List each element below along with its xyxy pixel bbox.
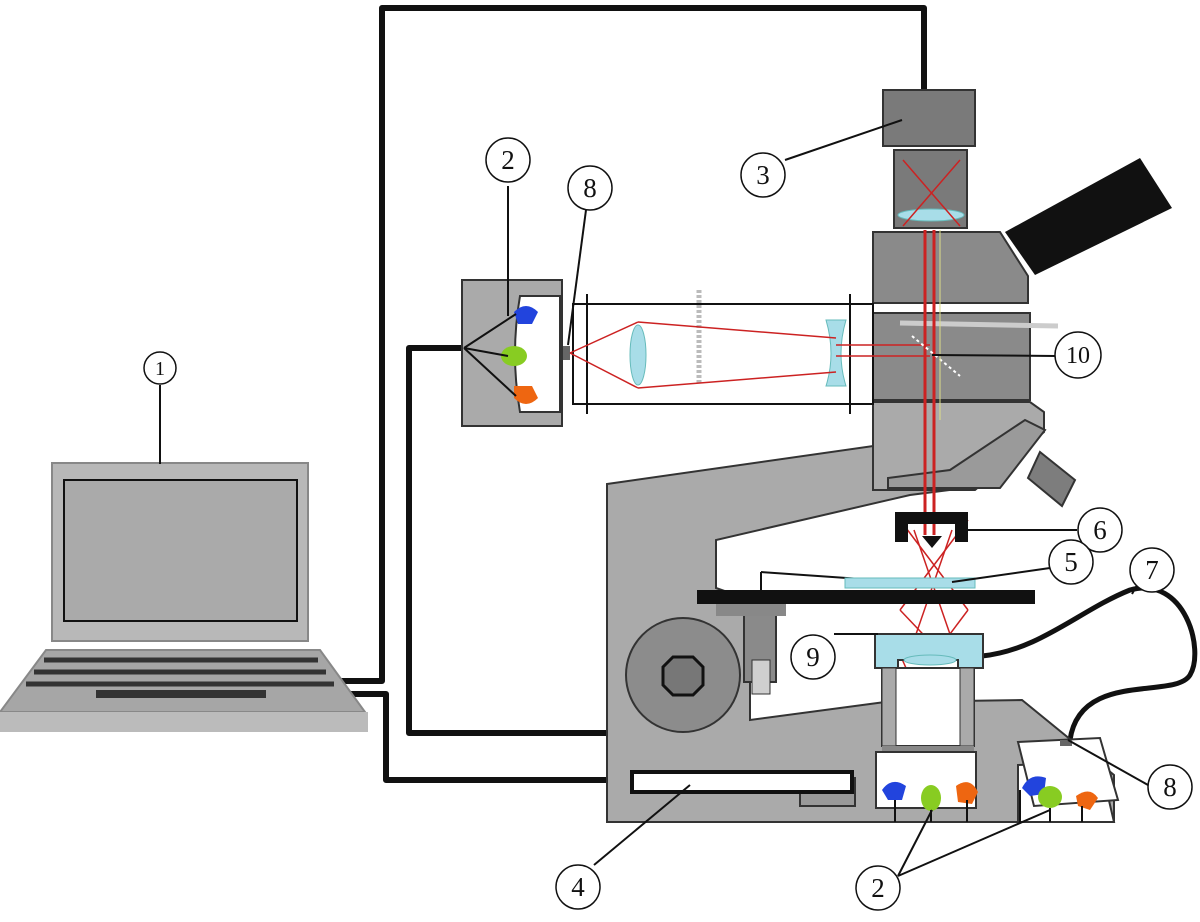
condenser-base (882, 746, 974, 754)
callout-5: 5 (1048, 539, 1094, 585)
label-9: 9 (806, 642, 820, 672)
label-7: 7 (1145, 555, 1159, 585)
illumination-tube (572, 303, 874, 405)
callout-3: 3 (740, 152, 786, 198)
callout-10: 10 (1054, 331, 1102, 379)
pinhole-top (563, 346, 570, 360)
laptop-keyboard (26, 657, 334, 687)
fiber-coupler-housing (1016, 736, 1120, 808)
label-2-base: 2 (871, 873, 885, 903)
lower-optics (697, 512, 1035, 754)
pinhole-base (1060, 740, 1072, 746)
stage (697, 590, 1035, 604)
label-2-top: 2 (501, 145, 515, 175)
label-3: 3 (756, 160, 770, 190)
led-green-base-1 (921, 785, 941, 811)
led-wires-top (463, 313, 517, 397)
microscope-stand (606, 401, 1115, 823)
label-8-top: 8 (583, 173, 597, 203)
diverging-lens (825, 319, 847, 387)
callout-4: 4 (555, 864, 601, 910)
condenser-thread-left (881, 667, 897, 747)
led-blue-top (514, 306, 538, 324)
led-blue-base-1 (882, 781, 906, 800)
focus-knob-stem (751, 659, 771, 695)
label-8-base: 8 (1163, 772, 1177, 802)
leader-lines (159, 119, 1149, 877)
laptop (0, 462, 368, 732)
callout-1: 1 (143, 351, 177, 385)
led-orange-base-2 (1076, 791, 1098, 810)
callout-8-top: 8 (567, 165, 613, 211)
objective-tip (922, 536, 942, 548)
eyepiece (1005, 158, 1172, 275)
callout-2-top: 2 (485, 137, 531, 183)
camera-cable (340, 5, 927, 684)
led-green-base-2 (1038, 786, 1062, 808)
laptop-base-front (0, 712, 368, 732)
collector-lens (629, 324, 647, 386)
trinocular-body (872, 231, 1029, 304)
objective-holder (895, 512, 968, 542)
label-4: 4 (571, 872, 585, 902)
callout-2-base: 2 (855, 865, 901, 911)
laptop-trackpad (96, 690, 266, 698)
focus-knob-center (661, 655, 705, 697)
microscope-head (872, 89, 1172, 401)
camera-box (882, 89, 976, 147)
led-green-top (501, 346, 527, 366)
condenser-lens (903, 654, 957, 666)
objective-turret (887, 418, 1047, 489)
callout-6: 6 (1077, 507, 1123, 553)
laptop-screen (63, 479, 298, 622)
led-orange-top (514, 386, 538, 404)
callout-9: 9 (790, 634, 836, 680)
specimen-slide (844, 577, 976, 589)
label-6: 6 (1093, 515, 1107, 545)
label-1: 1 (155, 358, 165, 380)
led-orange-base-1 (956, 782, 978, 804)
condenser-thread-right (959, 667, 975, 747)
side-objective (1026, 450, 1077, 508)
top-illuminator (461, 279, 874, 427)
controller-cable (340, 691, 632, 783)
label-10: 10 (1066, 343, 1090, 369)
controller-board (630, 770, 854, 794)
label-5: 5 (1064, 547, 1078, 577)
fiber-cable (981, 585, 1198, 741)
callout-8-base: 8 (1147, 764, 1193, 810)
stage-support (716, 604, 786, 616)
callout-7: 7 (1129, 547, 1175, 593)
